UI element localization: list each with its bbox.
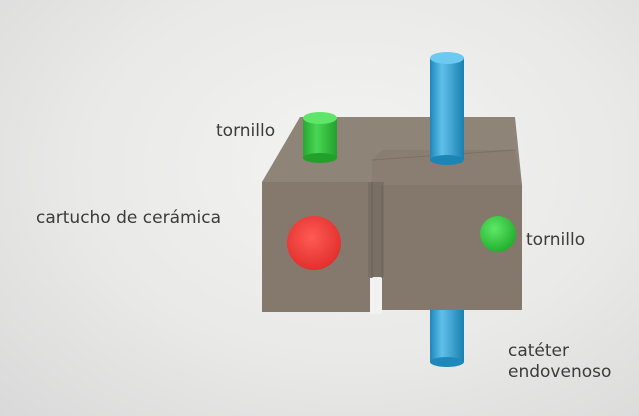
label-catheter-line1: catéter bbox=[508, 341, 570, 361]
label-screw-right: tornillo bbox=[526, 230, 586, 250]
label-screw-top: tornillo bbox=[216, 121, 276, 141]
block-top-step bbox=[372, 150, 522, 185]
cartridge-marker bbox=[287, 216, 341, 270]
catheter-tube-top bbox=[430, 52, 464, 165]
block-right-front bbox=[382, 185, 522, 310]
block-notch bbox=[370, 278, 382, 314]
right-screw bbox=[480, 216, 516, 252]
label-catheter: catéter endovenoso bbox=[508, 341, 611, 383]
catheter-tube-bottom bbox=[430, 300, 464, 367]
label-catheter-line2: endovenoso bbox=[508, 362, 612, 382]
label-ceramic-cartridge: cartucho de cerámica bbox=[36, 208, 222, 228]
top-screw bbox=[303, 112, 337, 163]
